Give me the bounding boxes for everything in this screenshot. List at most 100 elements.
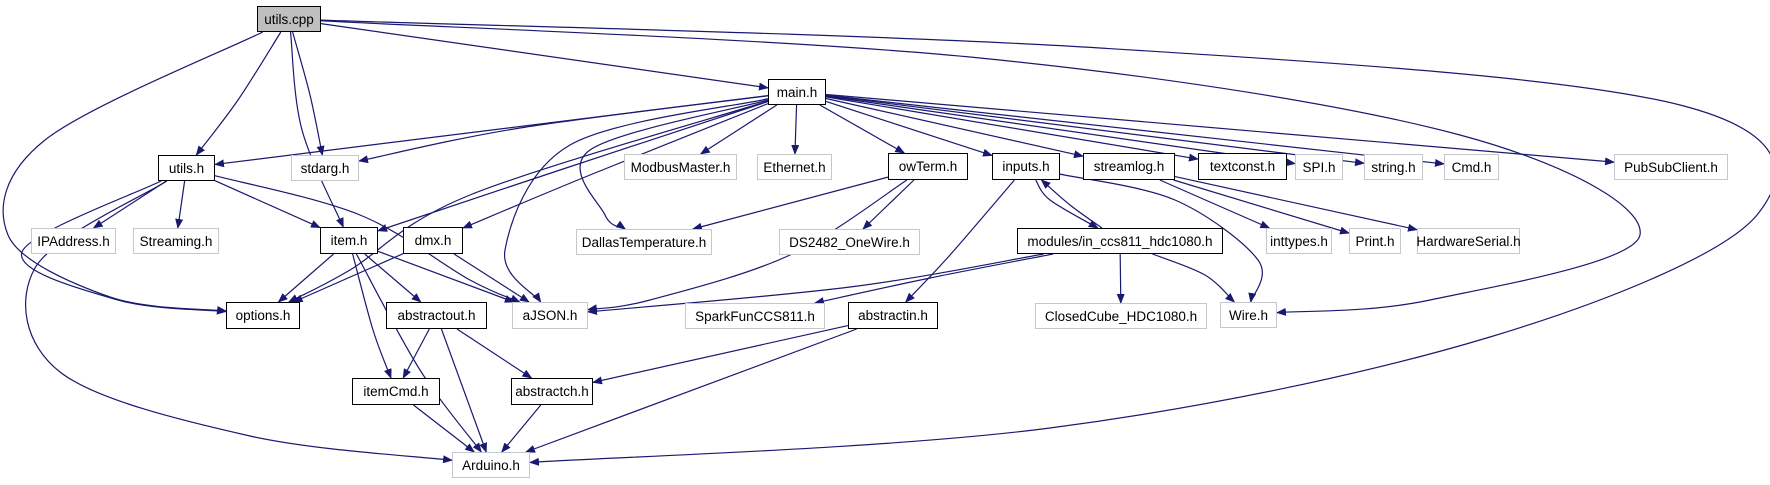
edge-main_h-to-streamlog_h (825, 97, 1084, 159)
edge-abstractout_h-to-itemcmd_h (402, 328, 430, 379)
graph-node-label: ModbusMaster.h (630, 159, 731, 175)
edge-utils_h-to-ajson_h (214, 175, 521, 303)
graph-node-item_h[interactable]: item.h (320, 227, 378, 254)
edge-utils_h-to-streaming_h (175, 180, 186, 229)
graph-node-label: modules/in_ccs811_hdc1080.h (1027, 233, 1213, 249)
edge-main_h-to-modbusmaster_h (699, 104, 778, 155)
graph-node-label: DS2482_OneWire.h (789, 234, 910, 250)
edge-item_h-to-ajson_h (377, 250, 515, 303)
edge-owterm_h-to-ajson_h (587, 179, 908, 313)
edge-main_h-to-inputs_h (825, 100, 993, 157)
graph-node-label: IPAddress.h (37, 233, 110, 249)
edge-dmx_h-to-options_h (292, 253, 404, 303)
edge-streamlog_h-to-inttypes_h (1159, 179, 1271, 229)
graph-node-label: DallasTemperature.h (581, 234, 707, 250)
edge-utils_cpp-to-utils_h (195, 31, 282, 156)
edge-item_h-to-abstractout_h (364, 253, 422, 303)
graph-node-label: Cmd.h (1451, 159, 1492, 175)
graph-node-label: Print.h (1355, 233, 1395, 249)
graph-node-label: HardwareSerial.h (1416, 233, 1521, 249)
edge-inputs_h-to-in_ccs811_hdc1080_h (1035, 179, 1099, 229)
graph-node-options_h[interactable]: options.h (226, 302, 300, 329)
graph-node-label: SparkFunCCS811.h (695, 308, 815, 324)
edge-in_ccs811_hdc1080_h-to-closedcube_hdc1080_h (1116, 253, 1125, 304)
graph-node-label: utils.cpp (264, 11, 314, 27)
graph-node-label: Arduino.h (462, 457, 520, 473)
edge-abstractch_h-to-arduino_h (501, 404, 542, 453)
graph-node-label: inputs.h (1002, 159, 1050, 174)
graph-node-label: main.h (776, 84, 818, 100)
graph-node-label: Ethernet.h (763, 159, 826, 175)
edge-main_h-to-owterm_h (819, 104, 906, 154)
edge-item_h-to-arduino_h (355, 253, 482, 453)
edge-owterm_h-to-dallastemperature_h (691, 176, 889, 231)
edge-utils_h-to-item_h (214, 180, 321, 229)
edge-in_ccs811_hdc1080_h-to-sparkfunccs811_h (813, 253, 1054, 305)
edge-utils_h-to-options_h (21, 180, 227, 315)
graph-node-dmx_h[interactable]: dmx.h (403, 227, 463, 254)
graph-node-label: PubSubClient.h (1624, 159, 1718, 175)
edge-main_h-to-spi_h (825, 95, 1296, 167)
graph-node-ds2482_onewire_h: DS2482_OneWire.h (779, 229, 920, 255)
edge-in_ccs811_hdc1080_h-to-ajson_h (587, 253, 1044, 316)
edge-main_h-to-item_h (377, 100, 769, 232)
edge-abstractin_h-to-abstractch_h (592, 324, 849, 385)
graph-node-label: abstractin.h (858, 308, 928, 323)
edge-utils_cpp-to-arduino_h (320, 19, 1770, 466)
edge-dmx_h-to-ajson_h (453, 253, 530, 303)
edge-main_h-to-dmx_h (462, 103, 769, 229)
graph-node-inputs_h[interactable]: inputs.h (992, 153, 1060, 180)
graph-node-main_h[interactable]: main.h (768, 79, 826, 105)
graph-node-ethernet_h: Ethernet.h (757, 154, 832, 180)
graph-node-label: abstractch.h (515, 384, 589, 399)
graph-node-sparkfunccs811_h: SparkFunCCS811.h (685, 303, 825, 329)
edge-itemcmd_h-to-arduino_h (413, 404, 475, 453)
edge-main_h-to-dallastemperature_h (579, 99, 769, 230)
graph-node-modbusmaster_h: ModbusMaster.h (624, 154, 737, 180)
graph-node-abstractout_h[interactable]: abstractout.h (386, 302, 487, 329)
graph-node-dallastemperature_h: DallasTemperature.h (576, 229, 712, 255)
graph-node-label: abstractout.h (397, 308, 476, 323)
graph-node-label: SPI.h (1302, 159, 1336, 175)
edge-item_h-to-options_h (277, 253, 334, 303)
graph-node-abstractin_h[interactable]: abstractin.h (848, 302, 938, 329)
graph-node-utils_h[interactable]: utils.h (158, 155, 215, 181)
graph-node-label: aJSON.h (522, 308, 578, 323)
graph-node-closedcube_hdc1080_h: ClosedCube_HDC1080.h (1035, 303, 1207, 329)
graph-node-string_h: string.h (1364, 154, 1423, 180)
graph-node-label: dmx.h (414, 233, 452, 248)
graph-node-streamlog_h[interactable]: streamlog.h (1083, 153, 1175, 180)
graph-node-abstractch_h[interactable]: abstractch.h (511, 378, 593, 405)
edge-in_ccs811_hdc1080_h-to-wire_h (1152, 253, 1236, 303)
edge-abstractout_h-to-abstractch_h (456, 328, 533, 379)
edge-streamlog_h-to-hardwareserial_h (1174, 176, 1418, 232)
graph-node-hardwareserial_h: HardwareSerial.h (1416, 228, 1521, 254)
graph-node-arduino_h: Arduino.h (452, 452, 530, 478)
graph-node-cmd_h: Cmd.h (1444, 154, 1499, 180)
edge-inputs_h-to-abstractin_h (905, 179, 1015, 303)
graph-node-owterm_h[interactable]: owTerm.h (888, 153, 968, 180)
graph-node-textconst_h[interactable]: textconst.h (1198, 153, 1287, 180)
edge-in_ccs811_hdc1080_h-to-inputs_h (1040, 179, 1103, 229)
graph-node-itemcmd_h[interactable]: itemCmd.h (352, 378, 440, 405)
edge-item_h-to-itemcmd_h (352, 253, 392, 379)
edge-main_h-to-stdarg_h (358, 95, 769, 164)
graph-node-ipaddress_h: IPAddress.h (31, 228, 116, 254)
edge-main_h-to-pubsubclient_h (825, 93, 1615, 166)
graph-node-in_ccs811_hdc1080_h[interactable]: modules/in_ccs811_hdc1080.h (1017, 228, 1223, 254)
graph-node-stdarg_h: stdarg.h (291, 155, 359, 181)
graph-node-label: streamlog.h (1093, 159, 1165, 174)
graph-node-label: utils.h (168, 160, 205, 176)
graph-node-spi_h: SPI.h (1295, 154, 1343, 180)
edge-main_h-to-string_h (825, 95, 1365, 167)
edge-abstractout_h-to-arduino_h (440, 328, 487, 453)
graph-node-print_h: Print.h (1349, 228, 1401, 254)
graph-node-wire_h: Wire.h (1220, 302, 1277, 328)
edge-main_h-to-ajson_h (504, 98, 769, 303)
graph-node-label: itemCmd.h (363, 384, 429, 399)
edge-owterm_h-to-ds2482_onewire_h (862, 179, 915, 230)
edge-utils_cpp-to-stdarg_h (292, 31, 325, 156)
graph-node-label: textconst.h (1209, 159, 1276, 174)
graph-node-label: inttypes.h (1270, 233, 1328, 249)
